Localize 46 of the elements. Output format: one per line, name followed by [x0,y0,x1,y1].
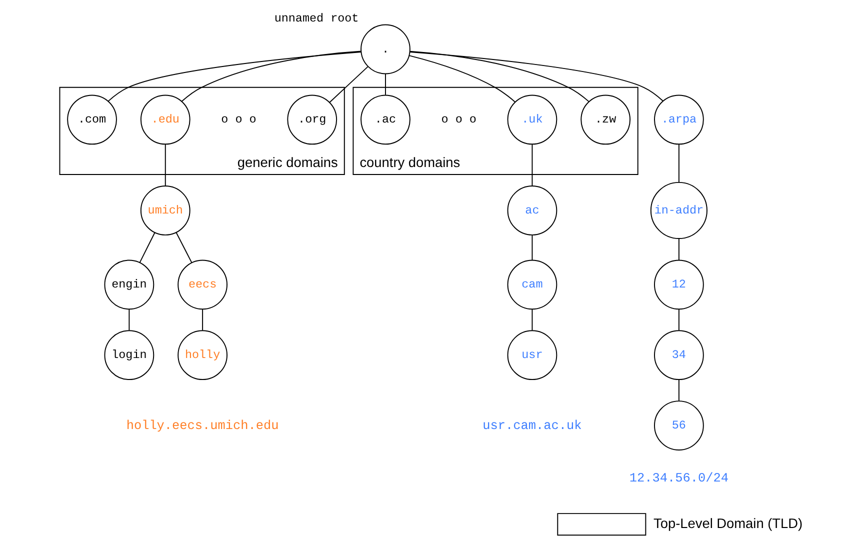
connector [678,144,679,183]
node-circle: 56 [654,400,704,450]
connector [678,238,679,261]
node-circle: holly [177,330,227,380]
node-circle: .ac [360,94,410,145]
label: o o o [220,112,256,127]
node-circle: usr [506,330,557,380]
node-circle: ac [506,186,557,236]
node-circle: umich [140,186,190,236]
node-circle: eecs [177,260,227,310]
node-circle: in-addr [650,182,707,239]
legend-label: Top-Level Domain (TLD) [653,516,802,531]
connector [384,73,386,96]
node-circle: cam [506,260,557,310]
connector [409,51,663,102]
label: o o o [440,112,476,127]
connector [409,50,589,102]
node-circle: .zw [580,94,630,145]
node-label: usr.cam.ac.uk [482,418,582,433]
connector [328,66,368,103]
connector [678,379,679,402]
node-circle: .arpa [654,94,704,145]
node-label: unnamed root [274,11,358,26]
connector [128,308,130,331]
connector [531,234,532,260]
connector [531,308,532,331]
connector [107,52,362,102]
connector [678,308,679,331]
connector [202,308,203,331]
node-circle: 34 [654,330,704,380]
node-label: 12.34.56.0/24 [628,470,728,486]
node-circle: .com [66,94,116,145]
node-circle: 12 [654,260,704,310]
node-circle: . [360,24,410,74]
node-label: holly.eecs.umich.edu [126,418,278,433]
connector [175,232,192,264]
connector [138,232,155,264]
connector [408,55,516,102]
connector [180,50,361,102]
node-circle: .edu [140,94,190,145]
connector [531,144,532,186]
node-circle: .uk [506,94,557,145]
node-circle: .org [286,94,337,145]
node-circle: login [104,330,154,380]
node-circle: engin [104,260,154,310]
connector [164,144,166,186]
